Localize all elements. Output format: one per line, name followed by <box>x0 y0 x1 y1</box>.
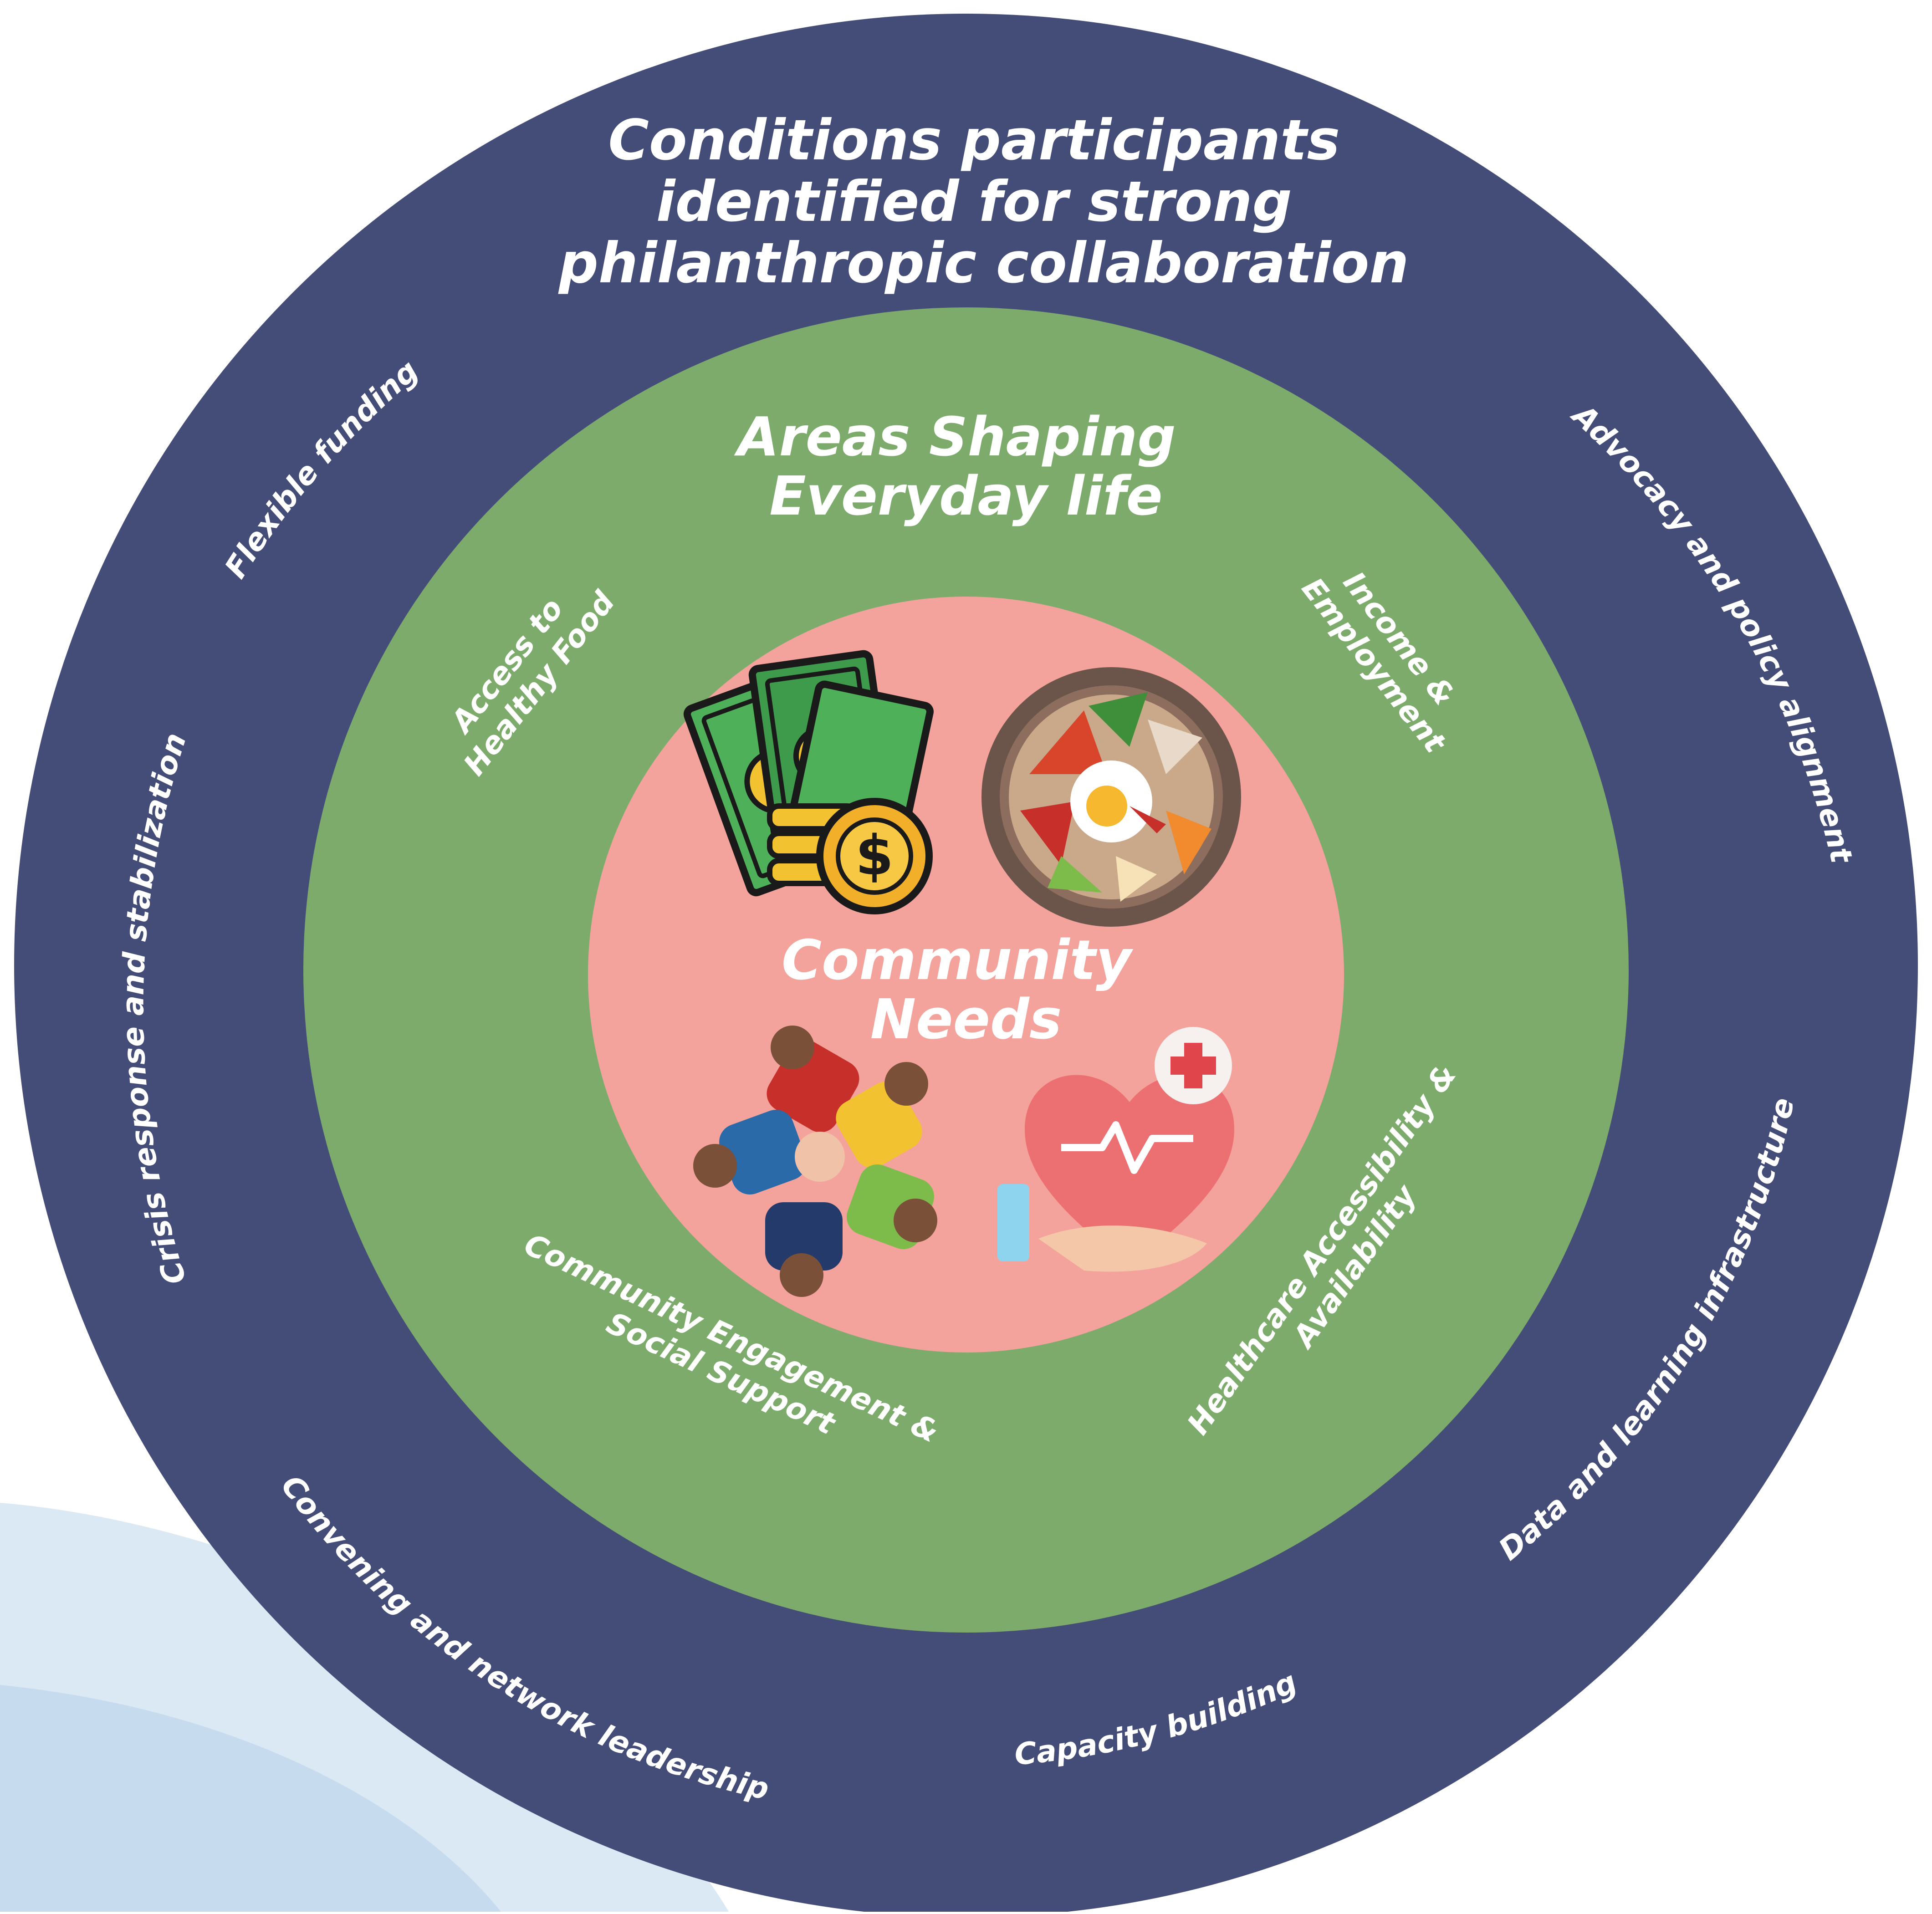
health-heart-icon <box>997 1027 1234 1272</box>
middle-title: Areas Shaping Everyday life <box>734 405 1195 527</box>
community-circle-icon <box>693 1026 937 1297</box>
outer-title: Conditions participants identified for s… <box>558 108 1409 296</box>
svg-text:$: $ <box>855 824 894 888</box>
money-icon: $ <box>683 650 934 914</box>
food-bowl-icon <box>981 667 1241 927</box>
background-swoosh-2 <box>0 1685 501 1912</box>
inner-title: Community Needs <box>782 929 1150 1051</box>
